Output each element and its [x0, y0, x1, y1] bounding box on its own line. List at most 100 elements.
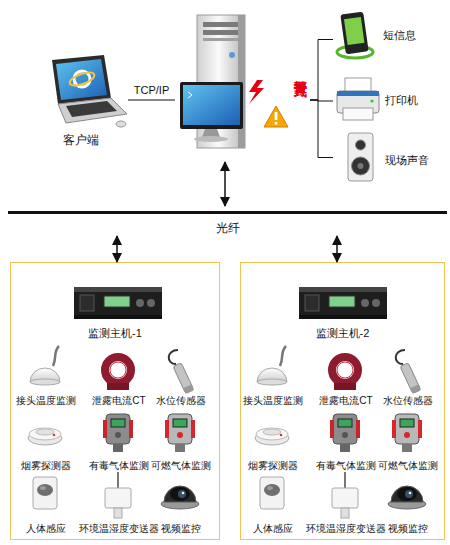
node-label: 现场声音: [385, 154, 429, 167]
printer-icon: [370, 99, 373, 102]
node-label: 客户端: [63, 134, 99, 148]
phone-icon: [337, 12, 373, 58]
dome-camera: [161, 486, 199, 509]
group-heading: 监测主机-2: [316, 327, 370, 340]
speaker-icon: [352, 157, 370, 175]
phone-icon: [340, 12, 368, 55]
human-presence-sensor: [260, 477, 284, 509]
sensor-label: 水位传感器: [383, 395, 433, 407]
link-line: [310, 100, 333, 158]
speaker-icon: [348, 133, 373, 181]
monitor-group-box: 监测主机-2 接头温度监测 泄露电流CT 水位传感器烟雾探测器 有毒气体监测可燃气体监测…: [240, 262, 445, 540]
sensor-node: 泄露电流CT: [311, 346, 381, 408]
water-level-sensor: [396, 350, 421, 394]
sensor-node: 人体感应: [11, 471, 81, 537]
sensor-node: 视频监控: [146, 471, 216, 537]
speaker-icon: [358, 163, 364, 169]
fiber-bus: 光纤: [8, 206, 447, 236]
node-label: 短信息: [383, 29, 416, 42]
temperature-humidity-transmitter: [105, 472, 131, 518]
joint-temperature-sensor: [257, 346, 287, 385]
double-arrow: [336, 236, 338, 262]
sound-output-node: 现场声音: [333, 130, 433, 185]
sensor-node: 可燃气体监测: [373, 409, 443, 471]
laptop-illustration: [66, 101, 117, 117]
alarm-symbol: [249, 80, 288, 127]
monitor-host-device: [74, 287, 162, 319]
alarm-symbol: [264, 106, 288, 127]
sensor-node: 可燃气体监测: [146, 409, 216, 471]
server-illustration: [203, 22, 239, 27]
speaker-icon: [356, 140, 366, 150]
alarm-symbol: [249, 80, 264, 104]
phone-icon: [344, 17, 364, 45]
laptop-illustration: [68, 70, 96, 88]
sensor-node: 水位传感器: [146, 346, 216, 408]
sensor-node: 烟雾探测器: [238, 409, 308, 471]
sensor-node: 环境温湿度变送器: [311, 471, 381, 537]
temperature-humidity-transmitter: [332, 472, 358, 518]
monitor-host-device: [299, 287, 387, 319]
server-illustration: [203, 38, 239, 41]
sensor-label: 人体感应: [26, 523, 66, 535]
sensor-label: 有毒气体监测: [316, 460, 376, 472]
sensor-node: 有毒气体监测: [311, 409, 381, 471]
server-illustration: [180, 15, 245, 148]
server-illustration: [229, 52, 235, 58]
sensor-node: 烟雾探测器: [11, 409, 81, 471]
laptop-illustration: [58, 98, 127, 123]
printer-icon: [337, 91, 379, 96]
sensor-node: 环境温湿度变送器: [84, 471, 154, 537]
client-laptop-node: 客户端: [33, 55, 128, 150]
laptop-illustration: [116, 121, 126, 127]
monitor-group-box: 监测主机-1接头温度监测泄露电流CT水位传感器烟雾探测器有毒气体监测可燃气体监测…: [10, 262, 220, 540]
sensor-node: 有毒气体监测: [84, 409, 154, 471]
alarm-symbol: [275, 112, 278, 120]
joint-temperature-sensor: [30, 346, 60, 385]
node-label: 打印机: [385, 94, 418, 107]
laptop-illustration: [52, 55, 111, 104]
link-line: [310, 100, 333, 101]
sensor-node: 泄露电流CT: [84, 346, 154, 408]
laptop-illustration: [56, 59, 107, 100]
combustible-gas-detector: [392, 414, 422, 452]
link-line: [128, 100, 175, 101]
server-illustration: [203, 30, 239, 35]
sensor-label: 视频监控: [388, 523, 428, 535]
leakage-current-ct: [105, 357, 131, 390]
server-illustration: [180, 82, 243, 129]
sensor-label: 有毒气体监测: [89, 460, 149, 472]
sensor-label: 可燃气体监测: [378, 460, 438, 472]
sensor-label: 人体感应: [253, 523, 293, 535]
smoke-detector: [28, 428, 62, 445]
water-level-sensor: [169, 350, 194, 394]
speaker-icon: [348, 133, 373, 181]
sensor-label: 环境温湿度变送器: [79, 523, 159, 535]
server-illustration: [188, 92, 192, 98]
combustible-gas-detector: [165, 414, 195, 452]
sensor-node: 人体感应: [238, 471, 308, 537]
sensor-label: 水位传感器: [156, 395, 206, 407]
sensor-node: 接头温度监测: [238, 346, 308, 408]
sensor-label: 环境温湿度变送器: [306, 523, 386, 535]
connector-group: [117, 40, 337, 263]
alarm-mode-label: 报警方式: [293, 70, 308, 74]
toxic-gas-detector: [330, 414, 360, 452]
sensor-label: 泄露电流CT: [92, 395, 145, 407]
laptop-illustration: [52, 55, 127, 127]
sensor-node: 视频监控: [373, 471, 443, 537]
double-arrow: [224, 162, 226, 206]
smoke-detector: [255, 428, 289, 445]
sensor-label: 接头温度监测: [16, 395, 76, 407]
sensor-label: 泄露电流CT: [319, 395, 372, 407]
sensor-label: 烟雾探测器: [248, 460, 298, 472]
leakage-current-ct: [332, 357, 358, 390]
sms-output-node: 短信息: [333, 12, 433, 67]
sensor-label: 接头温度监测: [243, 395, 303, 407]
printer-output-node: 打印机: [333, 76, 433, 126]
server-illustration: [183, 85, 240, 125]
